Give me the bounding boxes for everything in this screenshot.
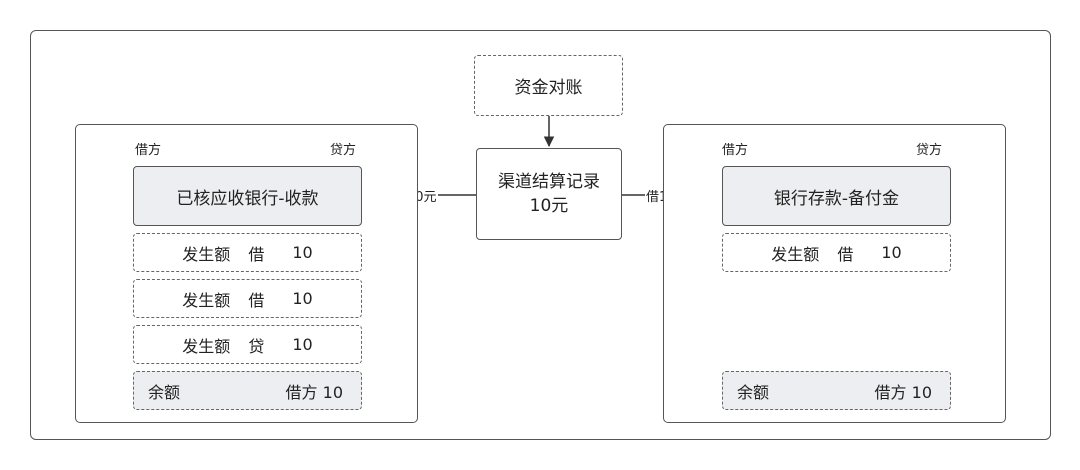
left-debit-label: 借方 <box>135 143 162 158</box>
entry-label: 发生额 <box>771 244 820 264</box>
left-account-title-box: 已核应收银行-收款 <box>133 166 362 226</box>
right-account-title: 银行存款-备付金 <box>773 188 900 209</box>
balance-value: 借方 10 <box>285 382 343 402</box>
left-account-title: 已核应收银行-收款 <box>176 188 319 209</box>
left-credit-label: 贷方 <box>330 143 357 158</box>
left-balance-row: 余额 借方 10 <box>133 371 362 410</box>
right-entry-row: 发生额 借 10 <box>722 233 951 272</box>
right-account-title-box: 银行存款-备付金 <box>722 166 951 226</box>
entry-amount: 10 <box>881 243 902 262</box>
entry-side: 借 <box>248 244 265 264</box>
entry-label: 发生额 <box>182 244 231 264</box>
entry-label: 发生额 <box>182 290 231 310</box>
entry-side: 借 <box>837 244 854 264</box>
balance-value: 借方 10 <box>874 382 932 402</box>
channel-record-amount: 10元 <box>529 196 569 216</box>
left-entry-row: 发生额 借 10 <box>133 233 362 272</box>
left-entry-row: 发生额 贷 10 <box>133 325 362 364</box>
right-balance-row: 余额 借方 10 <box>722 371 951 410</box>
entry-amount: 10 <box>292 335 313 354</box>
entry-side: 贷 <box>248 336 265 356</box>
right-credit-label: 贷方 <box>916 143 943 158</box>
diagram-frame <box>30 30 1051 440</box>
entry-amount: 10 <box>292 289 313 308</box>
reconciliation-label: 资金对账 <box>514 78 583 98</box>
channel-record-box: 渠道结算记录 10元 <box>476 148 622 240</box>
balance-label: 余额 <box>148 382 181 402</box>
right-debit-label: 借方 <box>722 143 749 158</box>
balance-label: 余额 <box>737 382 770 402</box>
entry-label: 发生额 <box>182 336 231 356</box>
reconciliation-box: 资金对账 <box>474 55 623 116</box>
left-entry-row: 发生额 借 10 <box>133 279 362 318</box>
channel-record-title: 渠道结算记录 <box>498 172 600 192</box>
entry-side: 借 <box>248 290 265 310</box>
entry-amount: 10 <box>292 243 313 262</box>
